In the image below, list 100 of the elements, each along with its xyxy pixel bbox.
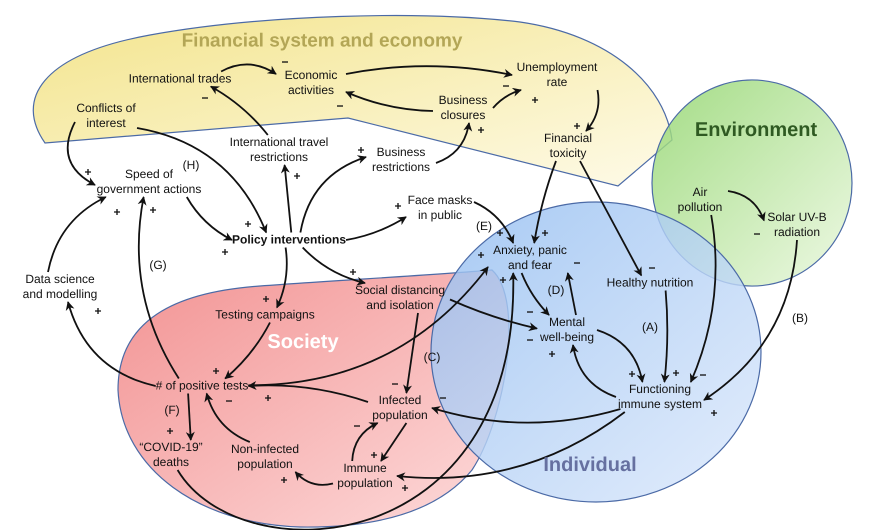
arrow [302, 246, 366, 286]
polarity-sign: − [440, 392, 446, 404]
polarity-sign: − [526, 306, 534, 318]
region-heading: Financial system and economy [182, 32, 462, 52]
loop-label: (E) [476, 219, 492, 233]
variable-label: International travel restrictions [223, 135, 335, 165]
polarity-sign: − [502, 80, 510, 92]
arrow [204, 392, 250, 443]
polarity-sign: + [500, 274, 506, 286]
variable-label: Face masks in public [406, 193, 474, 223]
arrow [276, 247, 288, 308]
arrow [403, 312, 419, 394]
polarity-sign: − [392, 378, 398, 390]
variable-label: Immune population [333, 461, 397, 491]
polarity-sign: + [166, 425, 174, 437]
polarity-sign: + [244, 218, 252, 230]
polarity-sign: + [84, 166, 92, 178]
loop-label: (D) [548, 283, 564, 297]
arrow [186, 393, 195, 441]
variable-label: Social distancing and isolation [350, 283, 450, 313]
polarity-sign: + [262, 293, 270, 305]
polarity-sign: + [394, 200, 402, 212]
polarity-sign: + [350, 266, 356, 278]
variable-label: # of positive tests [156, 378, 248, 394]
arrow [66, 122, 96, 186]
polarity-sign: + [358, 144, 364, 156]
variable-label: International trades [128, 72, 232, 86]
polarity-sign: − [700, 369, 706, 381]
arrow [47, 196, 107, 272]
polarity-sign: + [402, 482, 408, 494]
polarity-sign: − [336, 100, 344, 112]
polarity-sign: − [226, 395, 232, 407]
polarity-sign: + [672, 367, 680, 379]
arrow [728, 190, 766, 222]
loop-label: (F) [164, 403, 180, 417]
polarity-sign: − [648, 262, 656, 274]
arrow [220, 64, 277, 75]
polarity-sign: + [294, 170, 300, 182]
polarity-sign: − [354, 420, 360, 432]
arrow [690, 214, 716, 383]
polarity-sign: − [526, 334, 534, 346]
arrow [247, 381, 368, 403]
variable-label: Financial toxicity [538, 131, 598, 161]
arrow [224, 322, 271, 380]
variable-label: Data science and modelling [20, 272, 100, 302]
variable-label: Non-infected population [227, 442, 303, 472]
arrow [450, 298, 538, 332]
arrow [520, 272, 550, 316]
variable-label: Healthy nutrition [606, 276, 694, 290]
polarity-sign: + [370, 449, 378, 461]
polarity-sign: + [222, 246, 228, 258]
loop-label: (H) [182, 158, 200, 172]
polarity-sign: + [280, 474, 288, 486]
polarity-sign: + [478, 124, 484, 136]
arrow [138, 196, 180, 379]
polarity-sign: + [264, 392, 272, 404]
arrow [474, 201, 514, 244]
polarity-sign: + [114, 206, 120, 218]
variable-label: Economic activities [276, 68, 346, 98]
region-heading: Individual [543, 454, 637, 476]
polarity-sign: + [212, 365, 220, 377]
variable-label: Policy interventions [232, 232, 346, 248]
loop-label: (A) [642, 320, 658, 334]
variable-label: Air pollution [672, 185, 728, 215]
arrow [176, 272, 518, 530]
arrow [66, 301, 156, 387]
variable-label: Infected population [368, 393, 432, 423]
arrow [136, 127, 268, 234]
polarity-sign: + [710, 407, 718, 419]
arrow [436, 122, 472, 164]
arrow [596, 329, 646, 383]
arrow [660, 290, 670, 383]
arrow [396, 411, 626, 482]
arrow [280, 164, 292, 233]
polarity-sign: + [496, 227, 504, 239]
polarity-sign: − [574, 257, 580, 269]
region-heading: Environment [694, 119, 818, 141]
arrow [531, 160, 557, 244]
arrow [346, 65, 513, 78]
arrow [492, 88, 522, 109]
polarity-sign: − [202, 92, 208, 104]
arrow [431, 406, 621, 424]
polarity-sign: − [282, 56, 288, 68]
arrow [351, 422, 378, 462]
polarity-sign: + [532, 94, 538, 106]
variable-label: Mental well-being [537, 315, 597, 345]
polarity-sign: + [628, 368, 636, 380]
polarity-sign: + [542, 227, 548, 239]
variable-label: Business closures [433, 93, 493, 123]
arrow [294, 471, 334, 486]
arrow [564, 272, 577, 316]
variable-label: Anxiety, panic and fear [488, 243, 572, 273]
region-heading: Society [267, 331, 339, 353]
arrow [579, 160, 642, 276]
arrow [570, 344, 616, 398]
polarity-sign: + [94, 305, 102, 317]
arrow [248, 266, 489, 386]
variable-label: Testing campaigns [215, 308, 315, 322]
arrow [380, 422, 408, 462]
arrow [703, 240, 798, 401]
